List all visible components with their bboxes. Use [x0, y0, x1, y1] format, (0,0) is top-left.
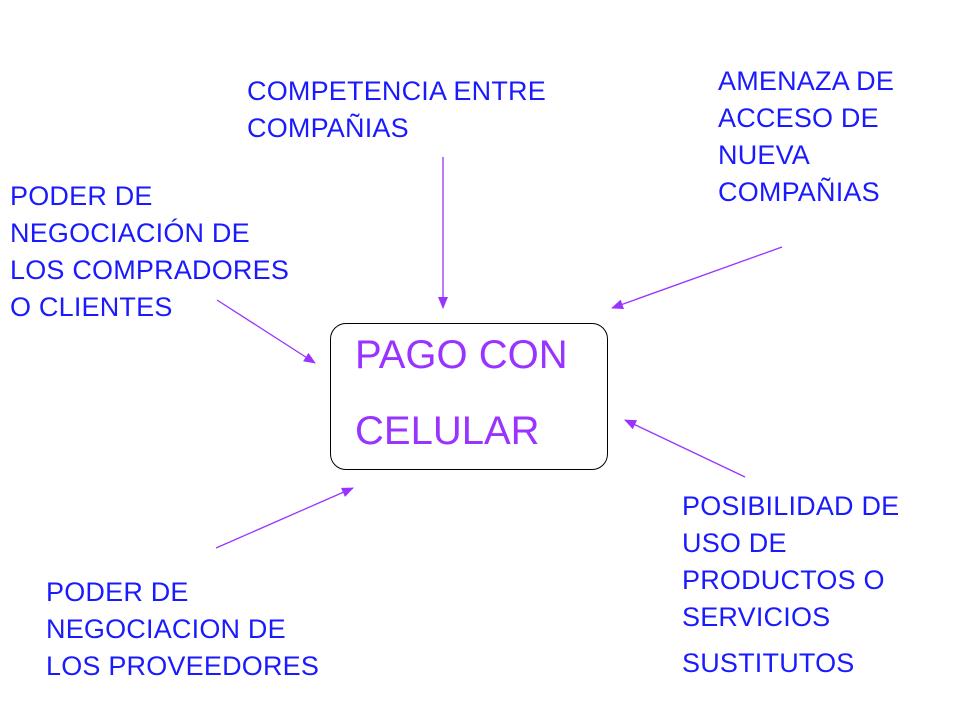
- arrow-buyers: [216, 299, 316, 364]
- force-buyers-label: PODER DE NEGOCIACIÓN DE LOS COMPRADORES …: [10, 181, 290, 322]
- arrow-suppliers: [215, 487, 354, 549]
- center-box: [330, 323, 608, 470]
- force-substitutes-label: POSIBILIDAD DE USO DE PRODUCTOS O SERVIC…: [682, 491, 900, 678]
- force-competition-label: COMPETENCIA ENTRE COMPAÑIAS: [247, 76, 546, 143]
- arrow-substitutes: [624, 419, 746, 478]
- center-title-line-2: CELULAR: [355, 409, 540, 453]
- force-suppliers-label: PODER DE NEGOCIACION DE LOS PROVEEDORES: [46, 577, 320, 681]
- force-new-entrants-label: AMENAZA DE ACCESO DE NUEVA COMPAÑIAS: [718, 66, 895, 207]
- center-title-line-1: PAGO CON: [355, 333, 568, 377]
- arrow-new-entrants: [611, 246, 783, 309]
